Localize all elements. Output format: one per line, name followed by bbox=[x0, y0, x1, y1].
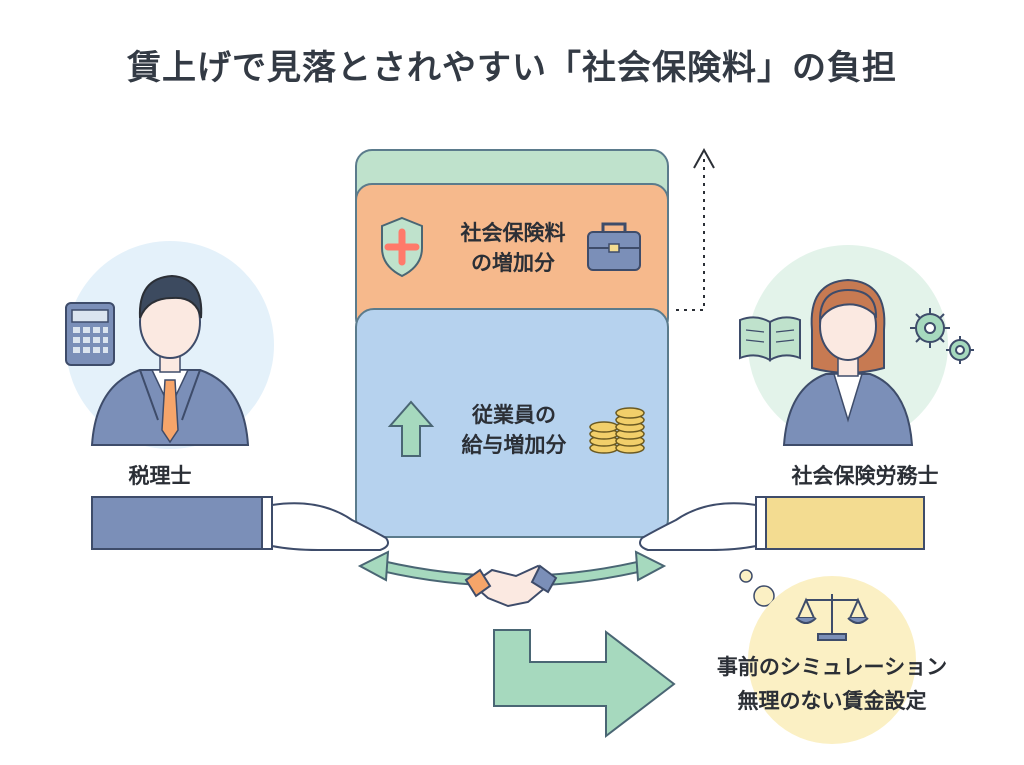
calculator-icon bbox=[65, 302, 115, 366]
tax-accountant bbox=[65, 241, 274, 449]
dotted-up-arrow bbox=[676, 147, 715, 311]
advice-line-2: 無理のない賃金設定 bbox=[737, 689, 927, 713]
page-title: 賃上げで見落とされやすい「社会保険料」の負担 bbox=[127, 48, 897, 88]
salary-line-1: 従業員の bbox=[472, 403, 556, 427]
labor-consultant bbox=[739, 245, 974, 446]
salary-line-2: 給与増加分 bbox=[461, 433, 567, 457]
right-arm bbox=[639, 496, 925, 551]
up-arrow-icon bbox=[387, 400, 435, 457]
thought-bubble bbox=[739, 569, 916, 744]
advice-arrow bbox=[493, 629, 676, 739]
labor-consultant-label: 社会保険労務士 bbox=[791, 464, 939, 488]
gear-icon bbox=[910, 308, 974, 364]
salary-increase-label: 従業員の 給与増加分 bbox=[434, 400, 594, 460]
coin-stack-icon bbox=[589, 407, 645, 454]
insurance-line-1: 社会保険料 bbox=[460, 221, 566, 245]
salary-block bbox=[355, 308, 669, 538]
briefcase-icon bbox=[587, 222, 641, 271]
tax-accountant-label: 税理士 bbox=[128, 464, 192, 488]
insurance-increase-label: 社会保険料 の増加分 bbox=[438, 218, 588, 278]
cost-stack bbox=[355, 149, 669, 538]
scale-icon bbox=[795, 594, 869, 641]
shield-plus-icon bbox=[381, 216, 423, 278]
open-book-icon bbox=[739, 316, 801, 362]
advice-text: 事前のシミュレーション 無理のない賃金設定 bbox=[682, 650, 982, 718]
advice-line-1: 事前のシミュレーション bbox=[716, 655, 948, 679]
left-arm bbox=[91, 496, 389, 551]
handshake-icon bbox=[464, 564, 558, 608]
insurance-line-2: の増加分 bbox=[471, 251, 555, 275]
